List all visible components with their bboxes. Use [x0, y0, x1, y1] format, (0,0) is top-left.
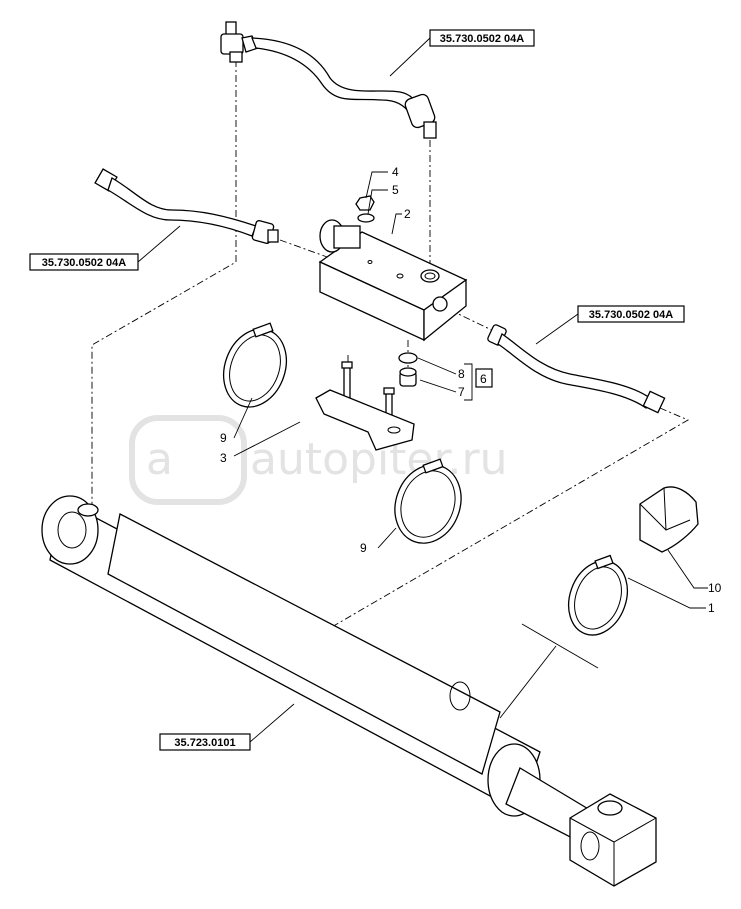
ref-hose-right[interactable]: 35.730.0502 04A [577, 305, 685, 323]
ref-cylinder-label: 35.723.0101 [174, 737, 235, 749]
callout-9-upper: 9 [220, 431, 227, 445]
ref-hose-left[interactable]: 35.730.0502 04A [29, 253, 139, 271]
hose-top [220, 21, 437, 139]
callout-1: 1 [708, 601, 715, 615]
hose-right [487, 324, 666, 414]
nut-washer [355, 195, 375, 223]
ref-hose-top[interactable]: 35.730.0502 04A [429, 29, 535, 47]
hydraulic-cylinder [41, 495, 657, 887]
hose-left [94, 168, 279, 244]
callouts: 4 5 2 8 7 6 9 3 9 10 1 [220, 165, 722, 615]
callout-3: 3 [220, 451, 227, 465]
callout-4: 4 [392, 165, 399, 179]
callout-9-lower: 9 [360, 541, 367, 555]
clamp-middle [394, 458, 462, 544]
clamp-lower [568, 554, 628, 636]
valve-block [318, 219, 468, 342]
callout-2: 2 [404, 207, 411, 221]
callout-8: 8 [458, 367, 465, 381]
ref-cylinder[interactable]: 35.723.0101 [159, 733, 251, 751]
assembly-lines [91, 60, 690, 629]
watermark-logo: a [146, 434, 173, 485]
rubber-block [639, 486, 699, 553]
leader-lines [137, 37, 708, 743]
clamp-upper [223, 322, 287, 408]
callout-10: 10 [708, 581, 722, 595]
callout-7: 7 [458, 385, 465, 399]
ref-hose-top-label: 35.730.0502 04A [440, 33, 524, 45]
oring-plug [398, 352, 418, 387]
ref-hose-right-label: 35.730.0502 04A [589, 309, 673, 321]
bracket [315, 361, 415, 451]
callout-6-box [475, 368, 493, 388]
callout-6: 6 [480, 372, 487, 386]
ref-hose-left-label: 35.730.0502 04A [42, 257, 126, 269]
callout-5: 5 [392, 183, 399, 197]
section-cut [499, 623, 599, 719]
